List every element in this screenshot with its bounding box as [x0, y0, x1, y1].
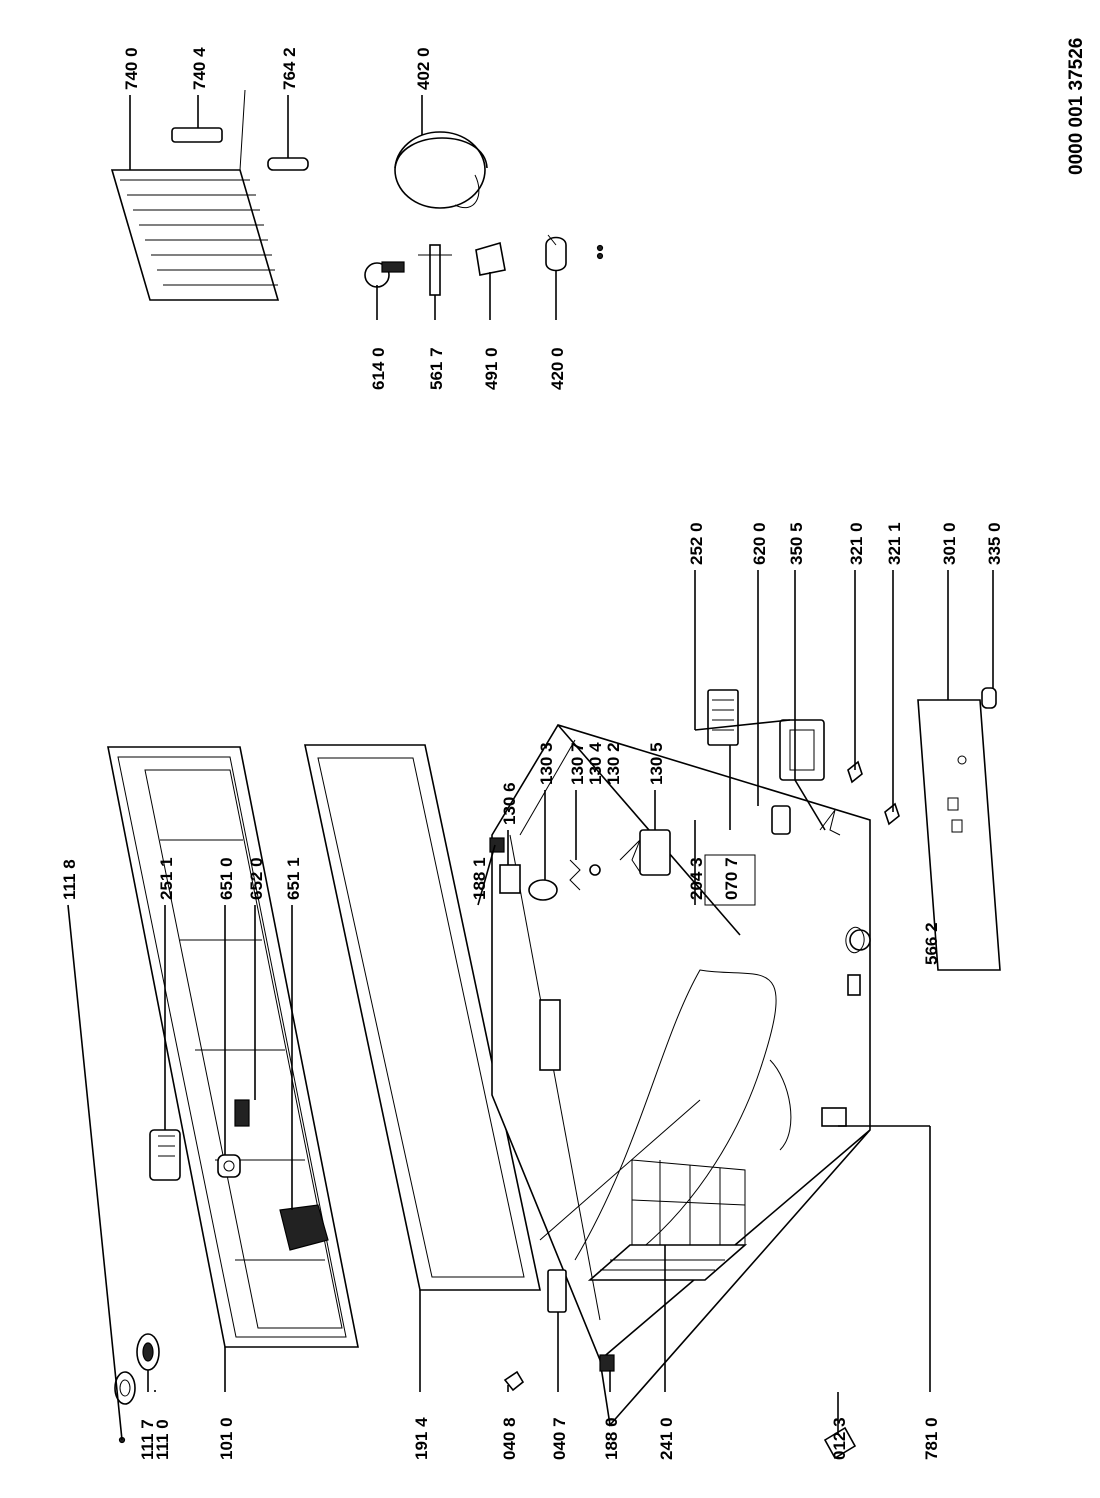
lid-gasket [304, 744, 541, 1291]
label-740-0: 740 0 [122, 47, 141, 90]
label-402-0: 402 0 [414, 47, 433, 90]
label-130-7: 130 7 [568, 742, 587, 785]
label-614-0: 614 0 [369, 347, 388, 390]
label-191-4: 191 4 [412, 1417, 431, 1460]
label-241-0: 241 0 [657, 1417, 676, 1460]
label-111-8: 111 8 [60, 859, 79, 900]
label-651-1: 651 1 [284, 857, 303, 900]
compressor-group [364, 131, 604, 296]
label-301-0: 301 0 [940, 522, 959, 565]
label-012-3: 012 3 [830, 1417, 849, 1460]
label-620-0: 620 0 [750, 522, 769, 565]
label-188-0: 188 0 [602, 1417, 621, 1460]
condenser-coil [110, 89, 309, 301]
document-id: 0000 001 37526 [1066, 38, 1087, 175]
label-781-0: 781 0 [922, 1417, 941, 1460]
label-070-7: 070 7 [722, 857, 741, 900]
label-420-0: 420 0 [548, 347, 567, 390]
label-251-1: 251 1 [157, 857, 176, 900]
label-335-0: 335 0 [985, 522, 1004, 565]
leader-lines [67, 95, 994, 1441]
lid-small-parts [149, 1129, 329, 1251]
label-321-0: 321 0 [847, 522, 866, 565]
label-651-0: 651 0 [217, 857, 236, 900]
label-764-2: 764 2 [280, 47, 299, 90]
label-350-5: 350 5 [787, 522, 806, 565]
label-130-3: 130 3 [537, 742, 556, 785]
label-111-7: 111 7 [138, 1419, 157, 1460]
lid-handle-part [114, 1333, 160, 1444]
label-204-3: 204 3 [687, 857, 706, 900]
label-101-0: 101 0 [217, 1417, 236, 1460]
label-321-1: 321 1 [885, 522, 904, 565]
label-188-1: 188 1 [470, 857, 489, 900]
label-652-0: 652 0 [247, 857, 266, 900]
label-040-8: 040 8 [500, 1417, 519, 1460]
label-252-0: 252 0 [687, 522, 706, 565]
label-566-2: 566 2 [922, 922, 941, 965]
label-040-7: 040 7 [550, 1417, 569, 1460]
label-130-6: 130 6 [500, 782, 519, 825]
label-130-2: 130 2 [604, 742, 623, 785]
label-130-5: 130 5 [647, 742, 666, 785]
label-111-0: 111 0 [153, 1419, 172, 1460]
label-491-0: 491 0 [482, 347, 501, 390]
loose-parts [499, 687, 1001, 1460]
label-561-7: 561 7 [427, 347, 446, 390]
label-740-4: 740 4 [190, 47, 209, 90]
lid-assembly [107, 746, 359, 1348]
cabinet [489, 689, 871, 1427]
part-labels: 111 7 111 0 101 0 191 4 040 8 040 7 188 … [60, 47, 1004, 1460]
label-130-4: 130 4 [586, 742, 605, 785]
